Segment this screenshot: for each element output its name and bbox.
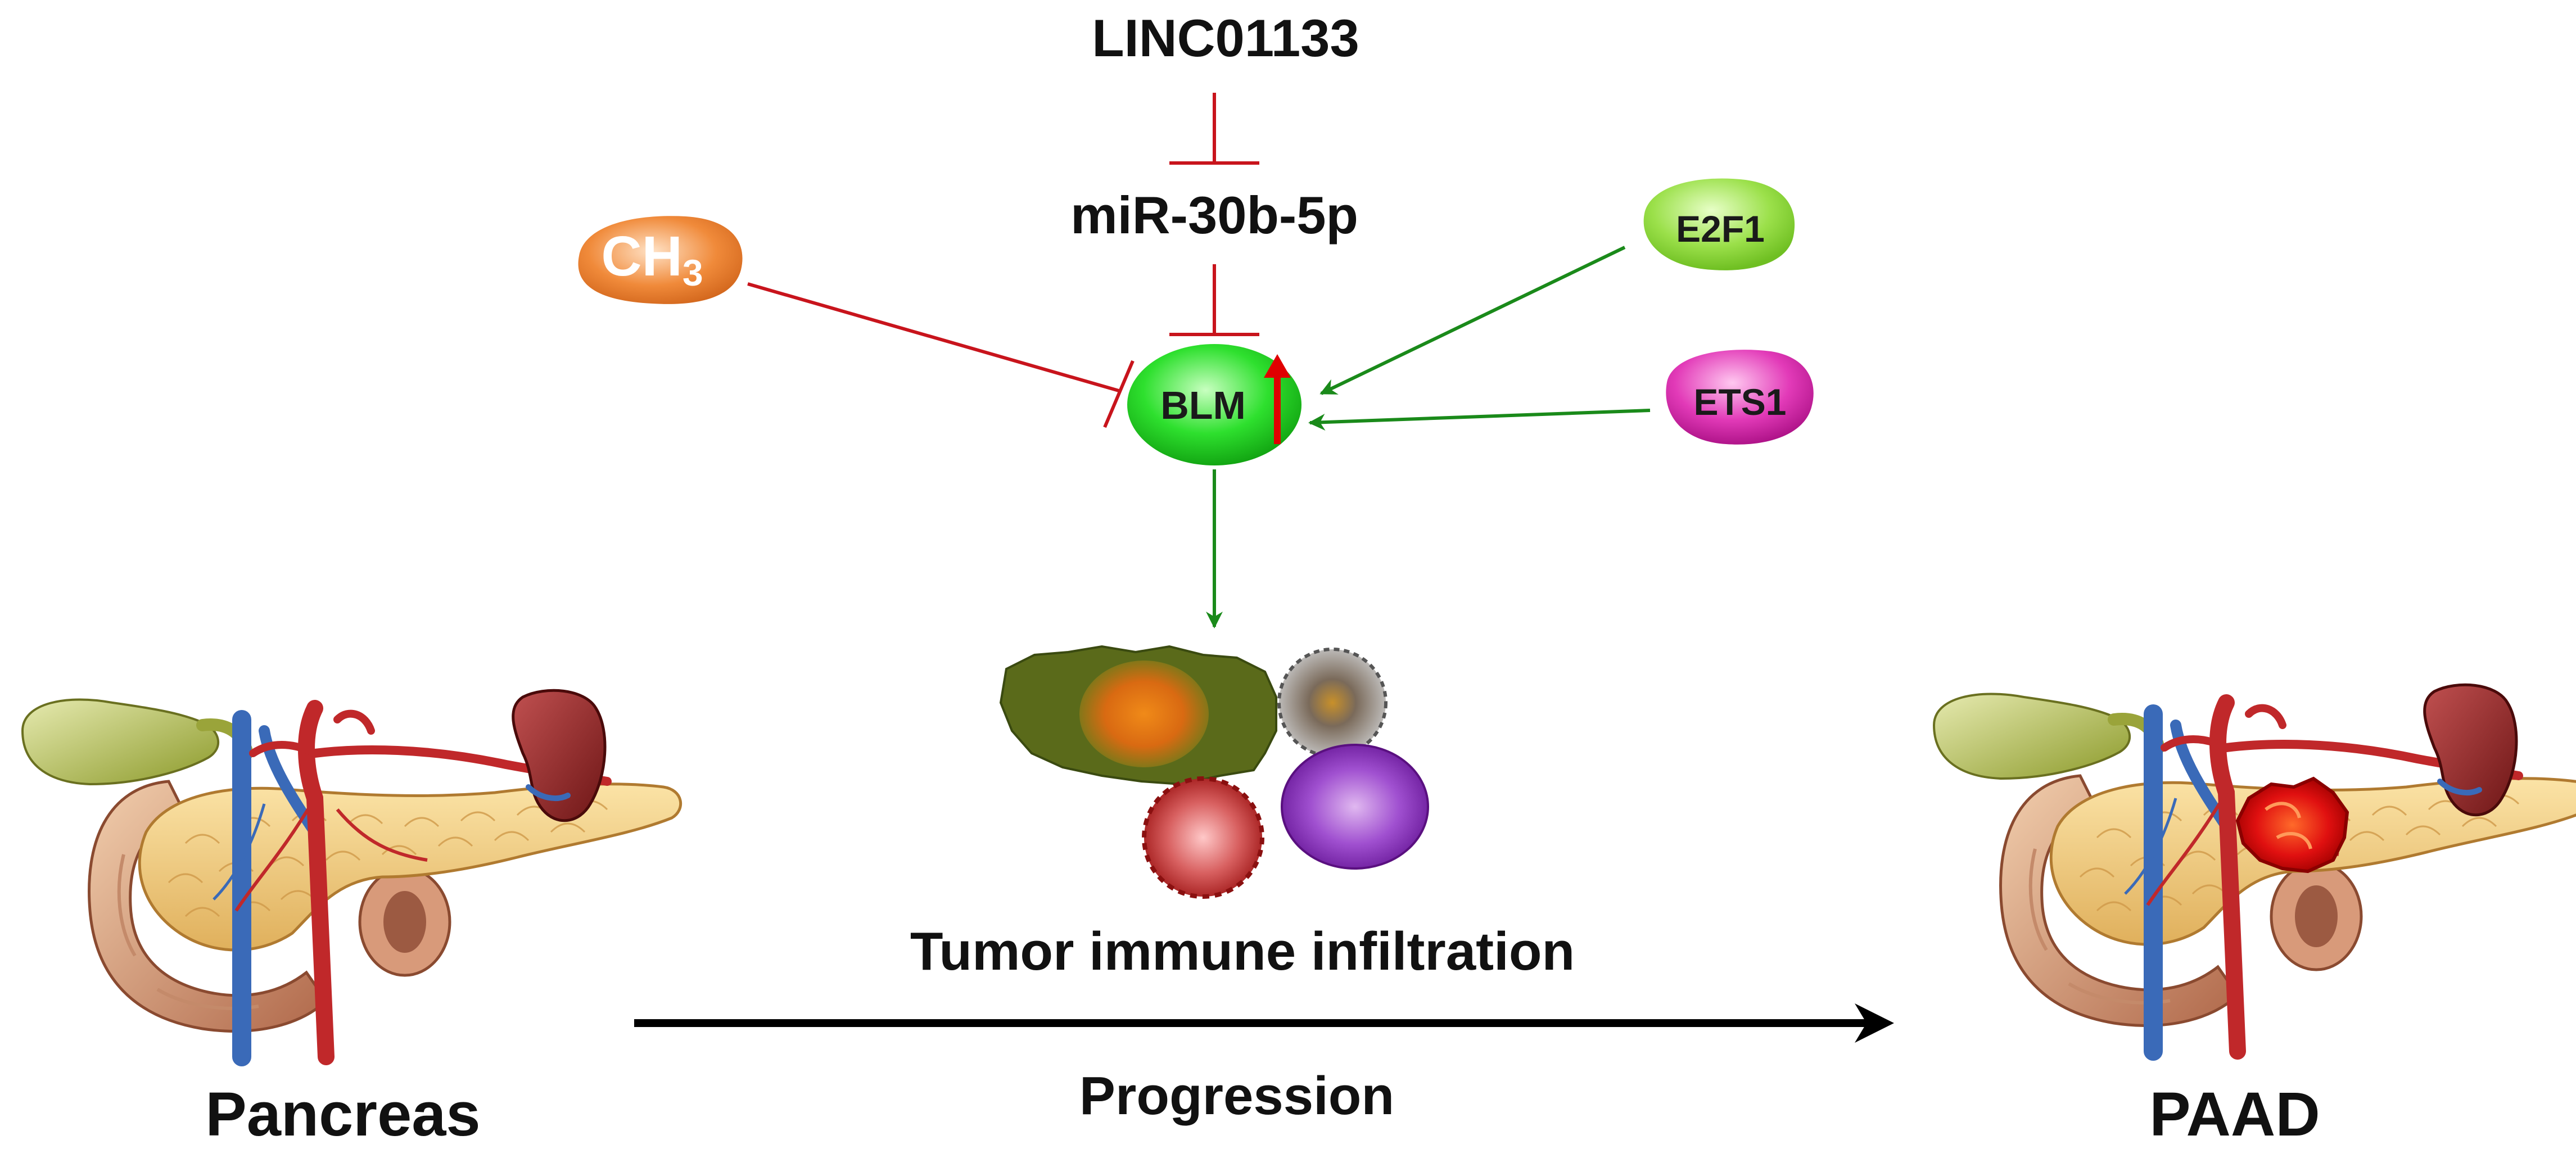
- tumor-immune-infiltration-label: Tumor immune infiltration: [910, 921, 1575, 981]
- ets1-label: ETS1: [1693, 381, 1786, 423]
- e2f1-activates-blm-arrow: [1319, 246, 1626, 395]
- ets1-activates-blm-arrow: [1308, 409, 1651, 431]
- linc01133-label: LINC01133: [1092, 8, 1359, 67]
- mir-30b-5p-label: miR-30b-5p: [1070, 186, 1358, 245]
- e2f1-node: E2F1: [1643, 178, 1795, 270]
- ch3-subscript: 3: [683, 252, 703, 293]
- progression-label: Progression: [1079, 1066, 1394, 1126]
- blm-label: BLM: [1160, 383, 1246, 427]
- pancreas-label: Pancreas: [205, 1080, 480, 1149]
- paad-label: PAAD: [2149, 1080, 2320, 1149]
- ch3-node: CH3: [578, 216, 743, 304]
- blm-node: BLM: [1127, 344, 1301, 465]
- tumor-mass: [2235, 776, 2349, 874]
- ch3-inhibits-blm-bar: [1103, 360, 1135, 428]
- immune-cells-icon: [999, 645, 1429, 899]
- ets1-node: ETS1: [1666, 350, 1814, 445]
- svg-text:CH3: CH3: [601, 225, 703, 293]
- pancreas-organ-icon: [22, 690, 681, 1057]
- e2f1-label: E2F1: [1676, 208, 1765, 250]
- red-up-arrow-icon: [1264, 354, 1291, 444]
- ch3-inhibits-blm-line: [747, 282, 1119, 392]
- ch3-label: CH: [601, 225, 682, 288]
- pancreas-with-tumor-icon: [1934, 685, 2576, 1051]
